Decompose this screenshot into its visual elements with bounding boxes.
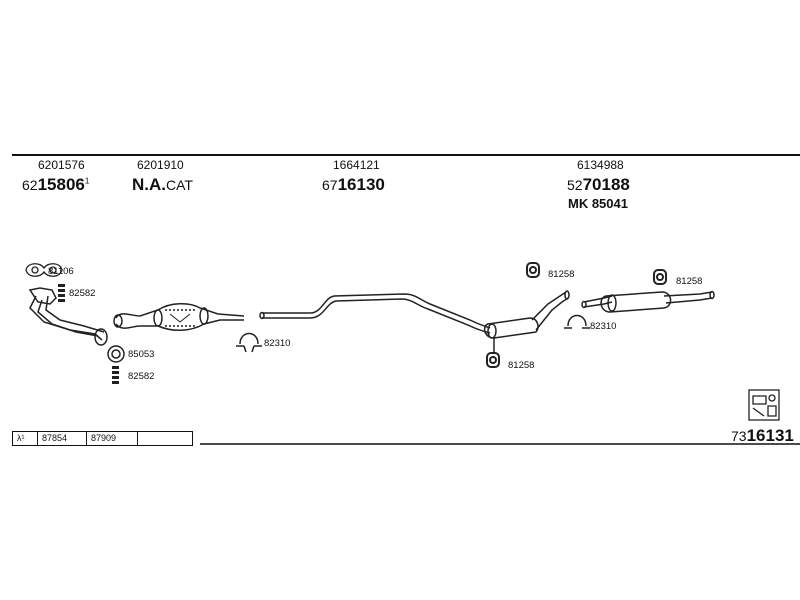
part2-ref: 6201910: [137, 158, 184, 172]
footer-prefix: 73: [731, 428, 747, 444]
table-cell-87854: 87854: [38, 432, 87, 445]
part2-main: N.A.: [132, 175, 166, 194]
part3-ref: 1664121: [333, 158, 380, 172]
part4-ref: 6134988: [577, 158, 624, 172]
table-cell-empty: [138, 432, 192, 445]
part1-prefix: 62: [22, 177, 38, 193]
label-81106: 81106: [48, 266, 74, 277]
ring-85053-icon: [107, 345, 125, 363]
part1-suffix: 1: [84, 176, 90, 186]
part1-number: 62158061: [22, 175, 89, 195]
part3-main: 16130: [337, 175, 385, 194]
table-cell-87909: 87909: [87, 432, 138, 445]
brand-logo-icon: [748, 389, 780, 421]
part2-number: N.A.CAT: [132, 175, 193, 195]
bolt-82582-top-icon: [58, 284, 65, 302]
lambda-sensor-table: λ¹ 87854 87909: [12, 431, 193, 446]
label-81258-right: 81258: [676, 276, 703, 287]
downpipe-part: [28, 287, 108, 346]
label-82582-top: 82582: [69, 288, 96, 299]
label-81258-left: 81258: [548, 269, 575, 280]
footer-main: 16131: [746, 426, 794, 445]
part1-ref: 6201576: [38, 158, 85, 172]
label-82310-right: 82310: [590, 321, 617, 332]
part4-main: 70188: [582, 175, 630, 194]
rear-silencer-part: [581, 290, 715, 313]
part1-main: 15806: [37, 175, 85, 194]
part3-prefix: 67: [322, 177, 338, 193]
hanger-81258-right-icon: [653, 269, 667, 285]
part4-extra: MK 85041: [568, 196, 628, 211]
table-cell-lambda: λ¹: [13, 432, 38, 445]
footer-number: 7316131: [731, 426, 794, 446]
gasket-81106-icon: [25, 263, 63, 277]
middle-pipe-part: [259, 290, 570, 352]
clamp-82310-left-icon: [236, 332, 262, 353]
label-82310-left: 82310: [264, 338, 291, 349]
catalytic-converter-part: [113, 303, 245, 331]
part3-number: 6716130: [322, 175, 385, 195]
part4-prefix: 52: [567, 177, 583, 193]
hanger-81258-left-icon: [526, 262, 540, 278]
bolt-82582-bottom-icon: [112, 366, 119, 384]
part2-tail: CAT: [166, 177, 193, 193]
hanger-81258-mid-icon: [486, 352, 500, 368]
part4-number: 5270188: [567, 175, 630, 195]
label-85053: 85053: [128, 349, 155, 360]
clamp-82310-right-icon: [564, 314, 590, 329]
label-81258-mid: 81258: [508, 360, 535, 371]
label-82582-bottom: 82582: [128, 371, 155, 382]
